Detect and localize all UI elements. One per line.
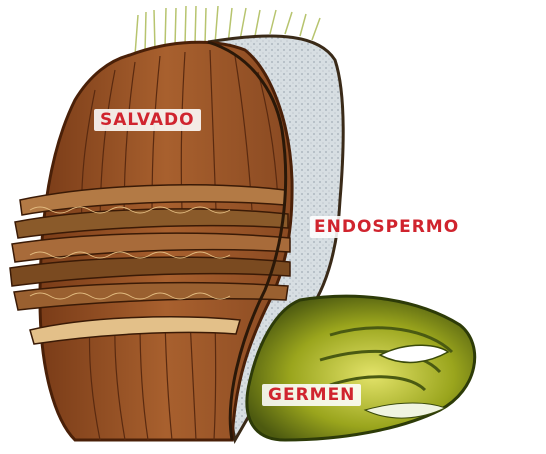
germ-region bbox=[247, 296, 475, 440]
label-endospermo: ENDOSPERMO bbox=[310, 216, 463, 238]
label-salvado: SALVADO bbox=[94, 109, 201, 131]
label-germen: GERMEN bbox=[262, 384, 361, 406]
